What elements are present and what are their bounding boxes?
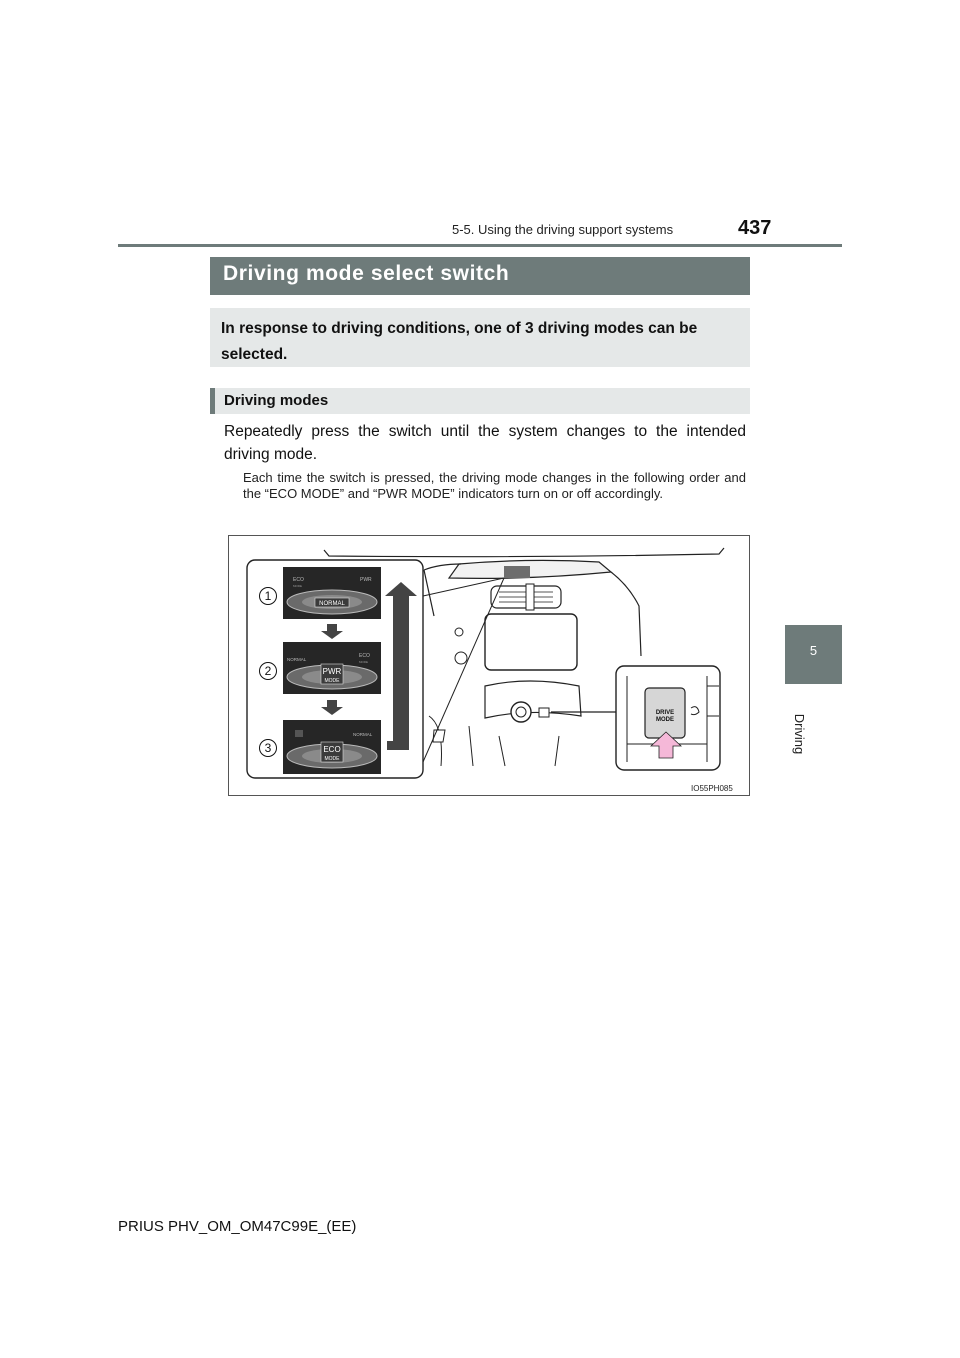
header-rule xyxy=(118,244,842,247)
drive-mode-illustration: ECO MODE PWR NORMAL NORMAL ECO MODE PWR … xyxy=(246,547,725,779)
chapter-label: Driving xyxy=(792,713,807,755)
panel3-normal: NORMAL xyxy=(353,732,373,737)
panel3-center-top: ECO xyxy=(323,745,340,754)
panel1-center: NORMAL xyxy=(319,601,345,607)
subsection-accent xyxy=(210,388,215,414)
intro-text: In response to driving conditions, one o… xyxy=(221,320,698,363)
panel2-center-top: PWR xyxy=(323,667,342,676)
panel2-center-bottom: MODE xyxy=(325,678,341,684)
panel1-pwr: PWR xyxy=(360,577,372,583)
figure-code: IO55PH085 xyxy=(691,784,733,793)
page-number: 437 xyxy=(738,217,772,239)
panel-eco-mode: NORMAL ECO MODE xyxy=(283,720,381,774)
ev-switch-icon xyxy=(690,706,700,716)
panel1-eco: ECO xyxy=(293,577,304,583)
chapter-number: 5 xyxy=(809,643,818,658)
subsection-title: Driving modes xyxy=(224,392,329,409)
panel1-mode: MODE xyxy=(293,584,302,588)
intro-box: In response to driving conditions, one o… xyxy=(210,308,750,367)
callout-1: 1 xyxy=(259,587,277,605)
callout-3: 3 xyxy=(259,739,277,757)
instruction-paragraph: Repeatedly press the switch until the sy… xyxy=(224,423,746,463)
panel-power-mode: NORMAL ECO MODE PWR MODE xyxy=(283,642,381,694)
subsection-bar: Driving modes xyxy=(210,388,750,414)
panel2-eco: ECO xyxy=(359,653,370,659)
center-display xyxy=(484,613,578,671)
panel2-normal: NORMAL xyxy=(287,657,307,662)
footer-document-code: PRIUS PHV_OM_OM47C99E_(EE) xyxy=(118,1218,357,1235)
chapter-tab: 5 xyxy=(785,625,842,684)
callout-2: 2 xyxy=(259,662,277,680)
panel-normal-mode: ECO MODE PWR NORMAL xyxy=(283,567,381,619)
switch-label-line1: DRIVE xyxy=(656,710,674,716)
running-header-section: 5-5. Using the driving support systems xyxy=(452,222,674,237)
return-arrow-icon xyxy=(385,582,417,750)
head-up-display xyxy=(504,566,530,578)
arrow-down-icon xyxy=(321,700,343,715)
arrow-down-icon xyxy=(321,624,343,639)
press-arrow-icon xyxy=(649,731,683,759)
section-title-bar: Driving mode select switch xyxy=(210,257,750,295)
switch-detail: DRIVE MODE xyxy=(615,665,721,771)
switch-label-line2: MODE xyxy=(656,717,674,723)
note-paragraph: Each time the switch is pressed, the dri… xyxy=(243,470,746,501)
panel3-center-bottom: MODE xyxy=(325,756,341,762)
section-title: Driving mode select switch xyxy=(223,262,510,285)
drive-mode-figure: ECO MODE PWR NORMAL NORMAL ECO MODE PWR … xyxy=(228,535,750,796)
panel2-mode: MODE xyxy=(359,660,368,664)
